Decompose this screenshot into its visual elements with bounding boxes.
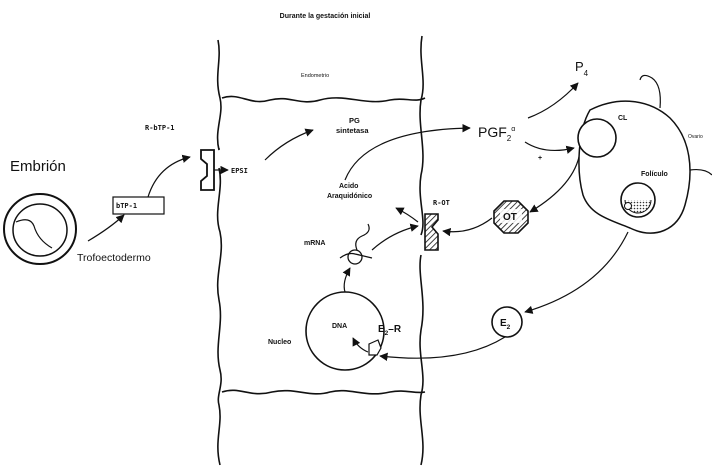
label-dna: DNA — [332, 323, 347, 330]
arrow-ot-to-rot — [443, 218, 492, 232]
label-araquidonico: Araquidónico — [327, 193, 372, 200]
label-acido: Acido — [339, 183, 358, 190]
label-mrna: mRNA — [304, 240, 325, 247]
label-p4: P4 — [575, 59, 589, 78]
cell-bottom-membrane — [222, 390, 425, 394]
nucleus — [306, 292, 384, 370]
arrow-trofo-to-btp1 — [88, 215, 124, 241]
label-endometrio: Endometrio — [301, 73, 329, 79]
arrow-btp1-to-receptor — [148, 157, 190, 197]
label-ovario: Ovario — [688, 134, 703, 140]
label-foliculo: Folículo — [641, 171, 668, 178]
ovary-ligament-tail — [690, 170, 712, 175]
diagram-title: Durante la gestación inicial — [280, 13, 371, 20]
arrow-ribosome-to-rot — [372, 226, 418, 250]
arrow-pgf-to-cl — [525, 142, 574, 150]
e2-hormone — [492, 307, 522, 337]
arrow-epsi-to-pg — [265, 130, 313, 160]
label-sintetasa: sintetasa — [336, 126, 369, 135]
arrow-follicle-to-e2 — [525, 232, 628, 312]
embryo-inner-shape — [13, 204, 67, 256]
ribosome-icon — [340, 224, 372, 264]
arrow-nucleus-to-mrna — [344, 268, 350, 292]
arrow-acido-to-pgf — [345, 128, 470, 180]
arrow-rot-to-acido — [396, 208, 418, 222]
cell-right-membrane — [420, 36, 423, 465]
label-r-ot: R-OT — [433, 199, 450, 207]
label-epsi: EPSI — [231, 167, 248, 175]
corpus-luteum — [578, 119, 616, 157]
arrow-e2-to-receptor — [380, 337, 505, 358]
label-cl: CL — [618, 115, 628, 122]
label-btp1: bTP-1 — [116, 202, 137, 210]
r-btp1-receptor — [201, 150, 214, 190]
r-ot-receptor — [425, 214, 438, 250]
label-embrion: Embrión — [10, 158, 66, 175]
label-pg: PG — [349, 116, 360, 125]
arrow-pgf-to-p4 — [528, 83, 578, 118]
label-nucleo: Nucleo — [268, 339, 291, 346]
cell-top-membrane — [222, 96, 425, 101]
label-pgf2a: PGF2α — [478, 124, 515, 143]
endometrial-cell — [218, 36, 425, 465]
label-plus: + — [538, 155, 542, 162]
label-ot: OT — [503, 212, 517, 223]
label-r-btp1: R-bTP-1 — [145, 124, 175, 132]
label-trofoectodermo: Trofoectodermo — [77, 252, 151, 264]
follicle-oocyte — [625, 203, 632, 210]
cell-left-membrane — [218, 40, 222, 465]
embryo — [4, 194, 76, 264]
